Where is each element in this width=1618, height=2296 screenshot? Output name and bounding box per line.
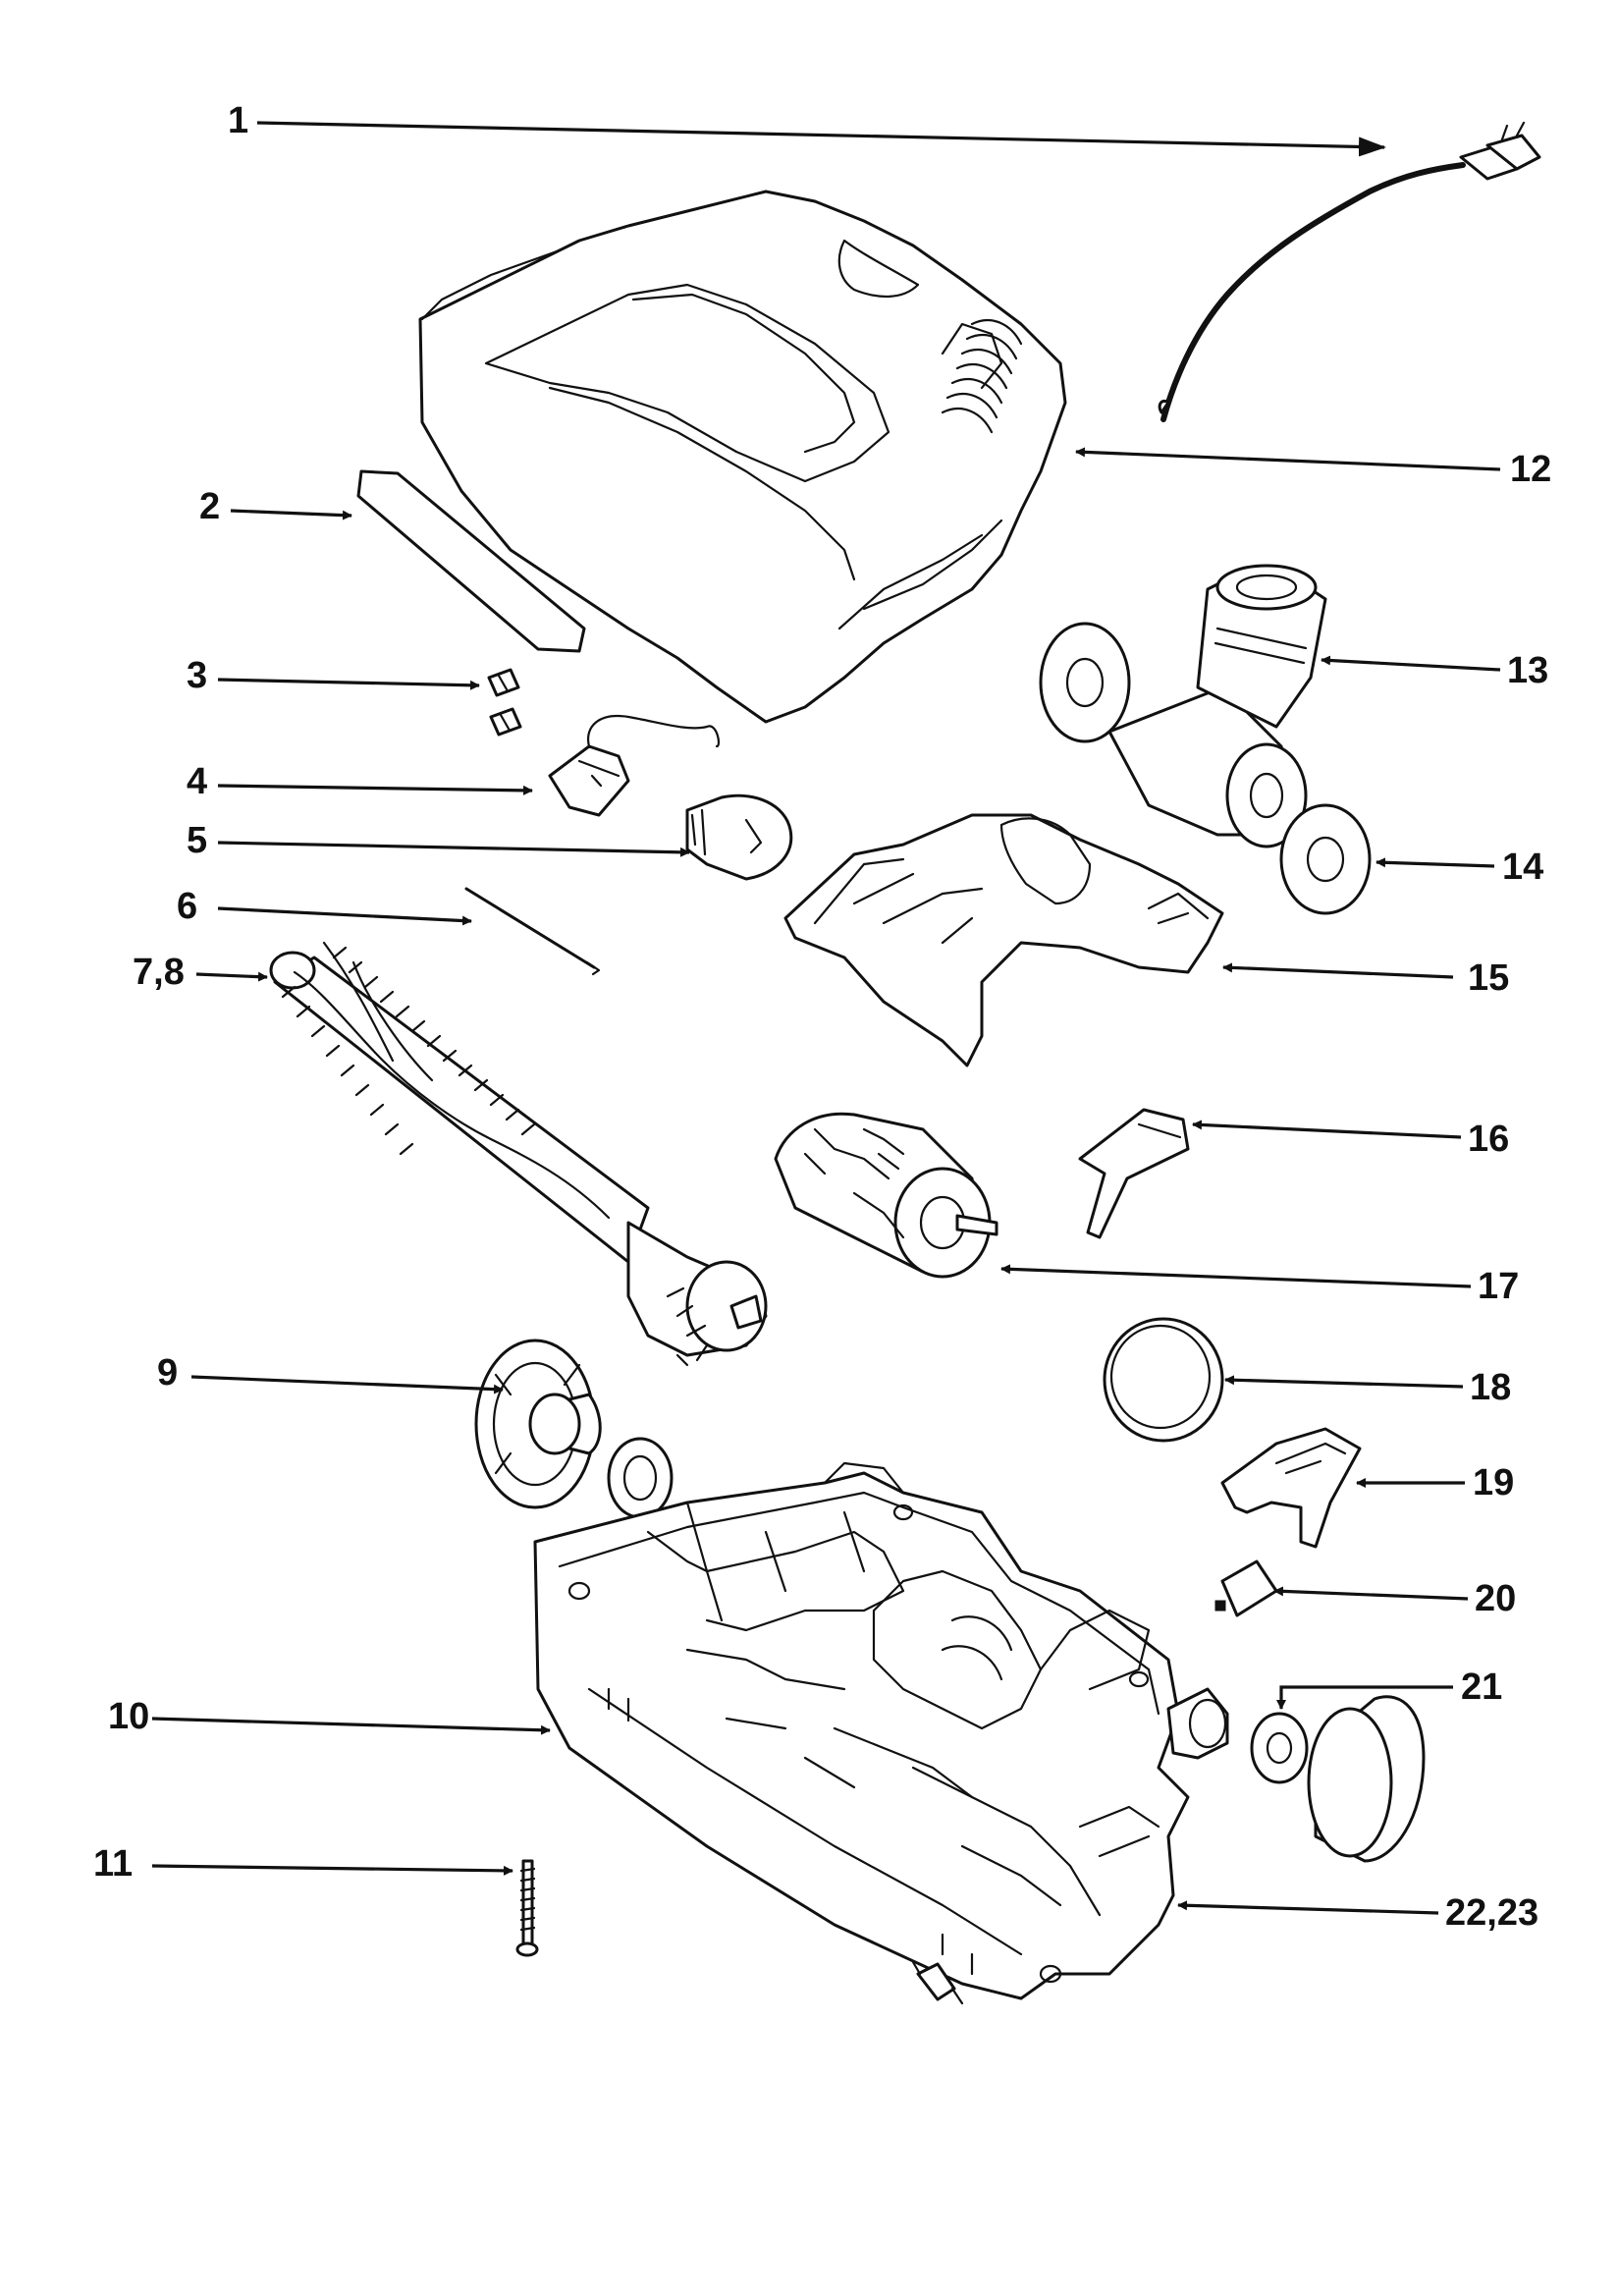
callout-12: 12: [1510, 449, 1551, 490]
callout-labels: 1 2 3 4 5 6 7,8 9 10 11 12 13 14 15 16 1…: [93, 100, 1551, 1934]
motor-bracket-part: [1078, 1108, 1190, 1239]
callout-5: 5: [187, 820, 207, 861]
leader-1: [256, 121, 1386, 157]
callout-10: 10: [108, 1696, 149, 1737]
rear-wheel-part: [1307, 1695, 1426, 1863]
leader-7: [195, 971, 268, 982]
leader-13: [1321, 655, 1501, 672]
light-socket-part: [548, 714, 721, 817]
callout-6: 6: [177, 886, 197, 927]
callout-1: 1: [228, 100, 248, 141]
leader-17: [1000, 1264, 1472, 1288]
leader-9: [190, 1375, 504, 1394]
hood-part: [418, 190, 1067, 724]
callout-21: 21: [1461, 1667, 1502, 1708]
wheel-part: [474, 1339, 674, 1519]
leader-2: [230, 509, 352, 520]
callout-20: 20: [1475, 1578, 1516, 1619]
washer-part: [1250, 1712, 1309, 1784]
screw-part: [515, 1859, 539, 1957]
motor-part: [774, 1112, 998, 1279]
leader-5: [217, 841, 690, 857]
hood-lens-part: [356, 469, 586, 653]
leader-18: [1224, 1375, 1464, 1389]
callout-18: 18: [1470, 1367, 1511, 1408]
fan-housing-part: [1039, 564, 1327, 848]
leader-21: [1276, 1685, 1453, 1710]
callout-22-23: 22,23: [1445, 1892, 1538, 1934]
leader-14: [1375, 857, 1495, 868]
leader-lines: [151, 121, 1501, 1915]
callout-3: 3: [187, 655, 207, 696]
callout-7-8: 7,8: [133, 952, 185, 993]
leader-16: [1192, 1120, 1462, 1139]
leader-20: [1273, 1586, 1469, 1601]
callout-13: 13: [1507, 650, 1548, 691]
callout-2: 2: [199, 486, 220, 527]
leader-22: [1177, 1900, 1439, 1915]
callout-19: 19: [1473, 1462, 1514, 1503]
latch-spring-part: [1214, 1559, 1278, 1617]
light-bulb-part: [685, 793, 793, 881]
callout-4: 4: [187, 761, 207, 802]
belt-part: [1103, 1317, 1224, 1443]
brush-roll-part: [269, 941, 768, 1367]
power-cord-part: [1158, 121, 1541, 422]
leader-11: [151, 1864, 513, 1876]
leader-12: [1075, 447, 1501, 471]
wire-connectors-part: [487, 668, 522, 737]
motor-cover-part: [783, 813, 1224, 1067]
callout-11: 11: [93, 1843, 133, 1885]
callout-16: 16: [1468, 1119, 1509, 1160]
callout-15: 15: [1468, 957, 1509, 999]
gasket-part: [1279, 803, 1372, 915]
leader-4: [217, 784, 533, 795]
leader-15: [1222, 962, 1454, 979]
base-assembly-part: [533, 1461, 1229, 2005]
leader-6: [217, 906, 472, 926]
callout-9: 9: [157, 1352, 178, 1394]
wire-spring-part: [464, 887, 601, 976]
callout-17: 17: [1478, 1266, 1519, 1307]
leader-3: [217, 678, 480, 690]
pedal-latch-part: [1220, 1427, 1362, 1549]
leader-10: [151, 1717, 551, 1735]
callout-14: 14: [1502, 847, 1543, 888]
